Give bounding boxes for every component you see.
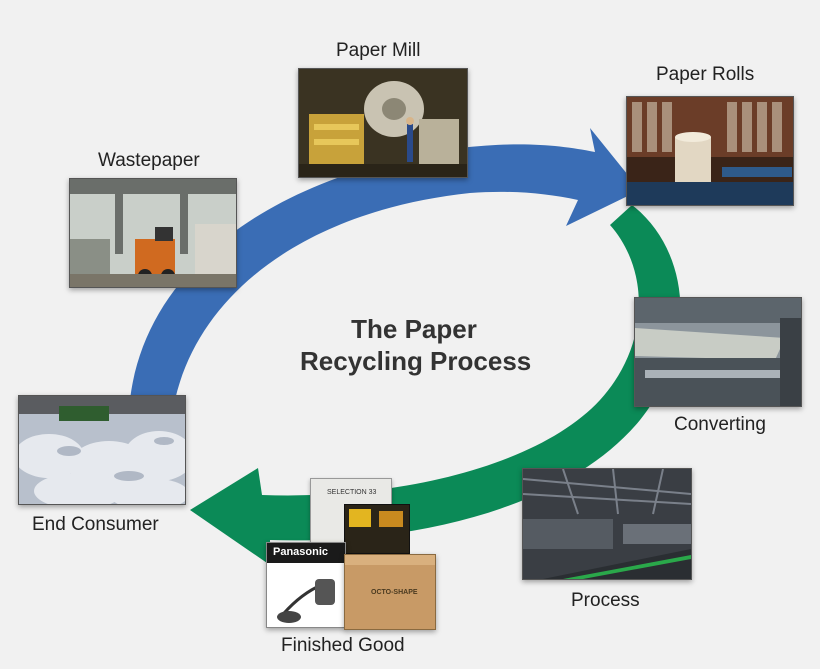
selection-box-text: SELECTION 33 xyxy=(327,489,377,496)
panasonic-box: Panasonic xyxy=(266,542,346,628)
paper-rolls-photo xyxy=(626,96,794,206)
converting-photo xyxy=(634,297,802,407)
cardboard-box: OCTO-SHAPE xyxy=(344,554,436,630)
label-process: Process xyxy=(571,590,640,611)
diagram-title: The Paper Recycling Process xyxy=(300,313,532,377)
panasonic-header xyxy=(267,543,345,563)
process-illustration xyxy=(523,469,691,579)
vacuum-icon xyxy=(277,579,335,623)
wastepaper-illustration xyxy=(70,179,236,287)
end-consumer-illustration xyxy=(19,396,185,504)
cardboard-box-label: OCTO-SHAPE xyxy=(371,589,418,596)
finished-good-products: SELECTION 33 Panasonic OCTO-SHAPE xyxy=(262,470,438,630)
paper-mill-photo xyxy=(298,68,468,178)
process-photo xyxy=(522,468,692,580)
snack-box-accent-2 xyxy=(379,511,403,527)
snack-box-accent xyxy=(349,509,371,527)
label-finished-good: Finished Good xyxy=(281,635,405,656)
title-line-1: The Paper xyxy=(351,314,477,344)
converting-illustration xyxy=(635,298,801,406)
label-end-consumer: End Consumer xyxy=(32,514,159,535)
panasonic-logo-text: Panasonic xyxy=(273,546,329,558)
end-consumer-photo xyxy=(18,395,186,505)
dark-snack-box xyxy=(344,504,410,554)
wastepaper-photo xyxy=(69,178,237,288)
paper-mill-illustration xyxy=(299,69,467,177)
label-paper-mill: Paper Mill xyxy=(336,40,421,61)
paper-rolls-illustration xyxy=(627,97,793,205)
label-paper-rolls: Paper Rolls xyxy=(656,64,755,85)
label-converting: Converting xyxy=(674,414,766,435)
title-line-2: Recycling Process xyxy=(300,346,532,376)
label-wastepaper: Wastepaper xyxy=(98,150,200,171)
cardboard-box-top xyxy=(345,555,435,565)
